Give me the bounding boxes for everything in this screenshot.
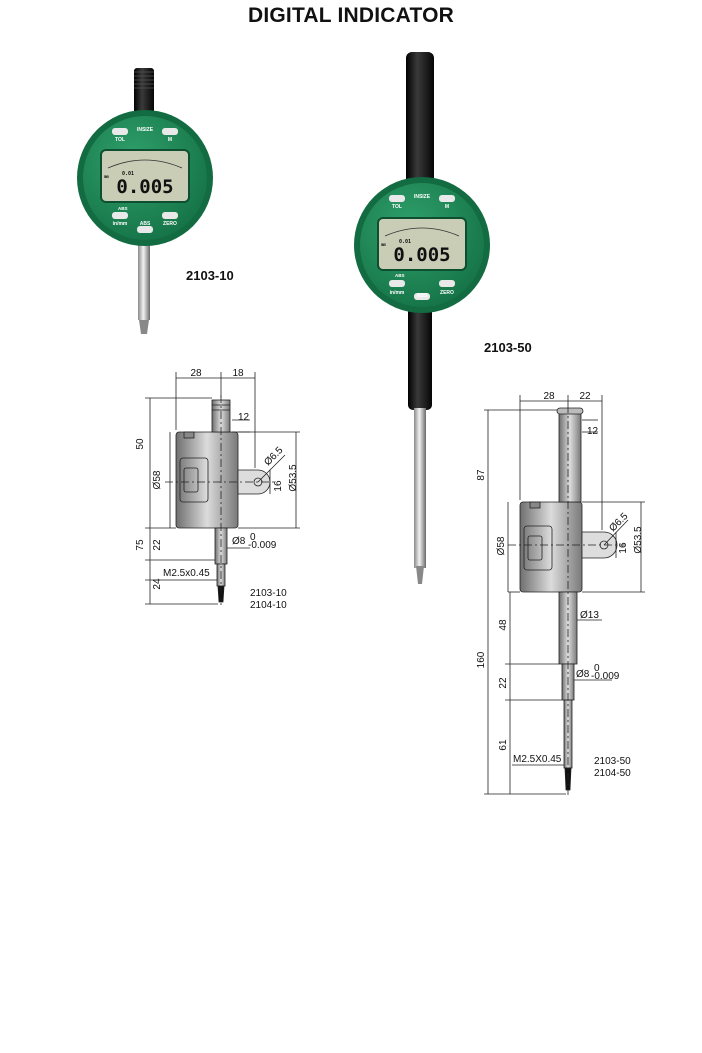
dim-tol-upper: 0 [250,532,256,543]
dim-tol-upper: 0 [594,663,600,674]
stem-cover [408,288,432,410]
page-title: DIGITAL INDICATOR [247,4,454,27]
dim-87: 87 [476,469,487,481]
top-cap [134,68,154,120]
tol-label: TOL [392,204,402,210]
spindle [138,235,150,320]
dim-d53-5: Ø53.5 [288,464,299,492]
brand-logo: INSIZE [137,127,154,133]
dim-d6-5: Ø6.5 [262,445,285,468]
dim-16: 16 [618,542,629,554]
lcd-unit: mm [381,242,386,247]
indicator-2103-10-photo: INSIZE TOL M 0.01 mm 0.005 ABS in/mm ABS… [77,68,213,334]
model-label-2103-50: 2103-50 [484,340,532,355]
lcd-value: 0.005 [116,176,173,198]
model-label-2103-10: 2103-10 [186,268,234,283]
dim-22-lower: 22 [498,677,509,689]
inmm-button[interactable] [112,212,128,219]
brand-logo: INSIZE [414,194,431,200]
dim-16: 16 [273,480,284,492]
zero-button[interactable] [162,212,178,219]
dim-thread: M2.5X0.45 [513,754,562,765]
inmm-button[interactable] [389,280,405,287]
zero-label: ZERO [163,221,177,227]
dim-d13: Ø13 [580,610,599,621]
dim-18: 18 [232,368,244,379]
dim-thread: M2.5x0.45 [163,568,210,579]
lcd-resolution: 0.01 [399,239,411,245]
dim-28: 28 [190,368,202,379]
tol-button[interactable] [389,195,405,202]
drawing-model-2: 2104-50 [594,768,631,779]
abs-label: ABS [417,293,428,299]
dim-75: 75 [135,539,146,551]
m-button[interactable] [439,195,455,202]
dim-22: 22 [579,391,591,402]
indicator-2103-50-photo: INSIZE TOL M 0.01 mm 0.005 ABS in/mm ABS… [354,52,490,584]
m-label: M [445,204,449,210]
dim-d8: Ø8 [576,669,590,680]
zero-button[interactable] [439,280,455,287]
inmm-label: in/mm [113,221,128,227]
zero-label: ZERO [440,290,454,296]
technical-drawing-2103-10 [145,372,300,605]
dim-22: 22 [152,539,163,551]
contact-point [139,320,149,334]
dim-12: 12 [238,412,250,423]
m-button[interactable] [162,128,178,135]
dim-d8: Ø8 [232,536,246,547]
dim-d58: Ø58 [496,536,507,555]
lcd-resolution: 0.01 [122,171,134,177]
dim-160: 160 [476,651,487,668]
drawing-2103-50-labels: 28 22 12 87 Ø58 Ø6.5 16 Ø53.5 Ø13 48 160… [476,391,644,779]
abs-button[interactable] [137,226,153,233]
dim-61: 61 [498,739,509,751]
dim-12: 12 [587,426,599,437]
dim-48: 48 [498,619,509,631]
dim-tol-lower: -0.009 [248,540,277,551]
dim-d53-5: Ø53.5 [633,526,644,554]
dim-tol-lower: -0.009 [591,671,620,682]
abs-label: ABS [140,221,151,227]
lcd-mode: ABS [118,206,128,211]
spindle [414,408,426,568]
dim-d6-5: Ø6.5 [607,511,630,534]
lcd-value: 0.005 [393,244,450,266]
abs-button[interactable] [414,293,430,300]
dim-50: 50 [135,438,146,450]
tol-label: TOL [115,137,125,143]
drawing-model-1: 2103-10 [250,588,287,599]
dim-28: 28 [543,391,555,402]
drawing-model-2: 2104-10 [250,600,287,611]
lcd-unit: mm [104,174,109,179]
technical-drawing-2103-50 [484,395,645,795]
drawing-model-1: 2103-50 [594,756,631,767]
top-cap [406,52,434,202]
dim-24: 24 [152,578,163,590]
dim-d58: Ø58 [152,470,163,489]
tol-button[interactable] [112,128,128,135]
inmm-label: in/mm [390,290,405,296]
m-label: M [168,137,172,143]
contact-point [416,566,424,584]
lcd-mode: ABS [395,273,405,278]
